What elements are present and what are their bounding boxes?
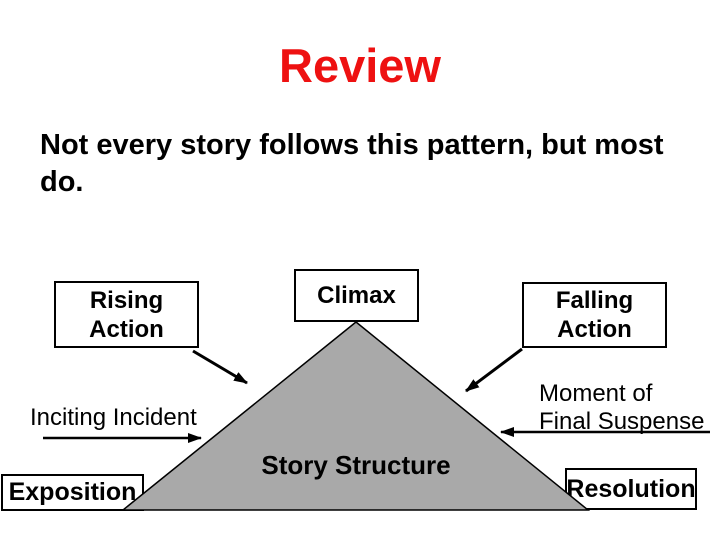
moment-of-final-suspense-label: Moment of Final Suspense	[539, 380, 704, 436]
falling-action-arrow	[465, 347, 523, 393]
rising-action-arrow	[192, 349, 248, 385]
story-structure-label: Story Structure	[261, 450, 451, 480]
slide-title: Review	[279, 39, 441, 92]
moment-label-line2: Final Suspense	[539, 408, 705, 435]
moment-label-line1: Moment of	[539, 380, 653, 407]
falling-action-label-line2: Action	[557, 316, 632, 343]
climax-box: Climax	[294, 269, 419, 322]
resolution-label: Resolution	[566, 474, 696, 503]
rising-action-label-line1: Rising	[89, 286, 164, 314]
falling-action-label-line1: Falling	[555, 287, 634, 314]
inciting-incident-label: Inciting Incident	[30, 404, 197, 431]
falling-action-box: Falling Action	[522, 282, 667, 348]
exposition-box: Exposition	[1, 474, 144, 511]
rising-action-label-line2: Action	[89, 315, 164, 343]
rising-action-box: Rising Action	[54, 281, 199, 348]
resolution-box: Resolution	[565, 468, 697, 510]
climax-label: Climax	[317, 281, 396, 309]
slide-body-text: Not every story follows this pattern, bu…	[40, 129, 664, 198]
exposition-label: Exposition	[8, 478, 137, 506]
